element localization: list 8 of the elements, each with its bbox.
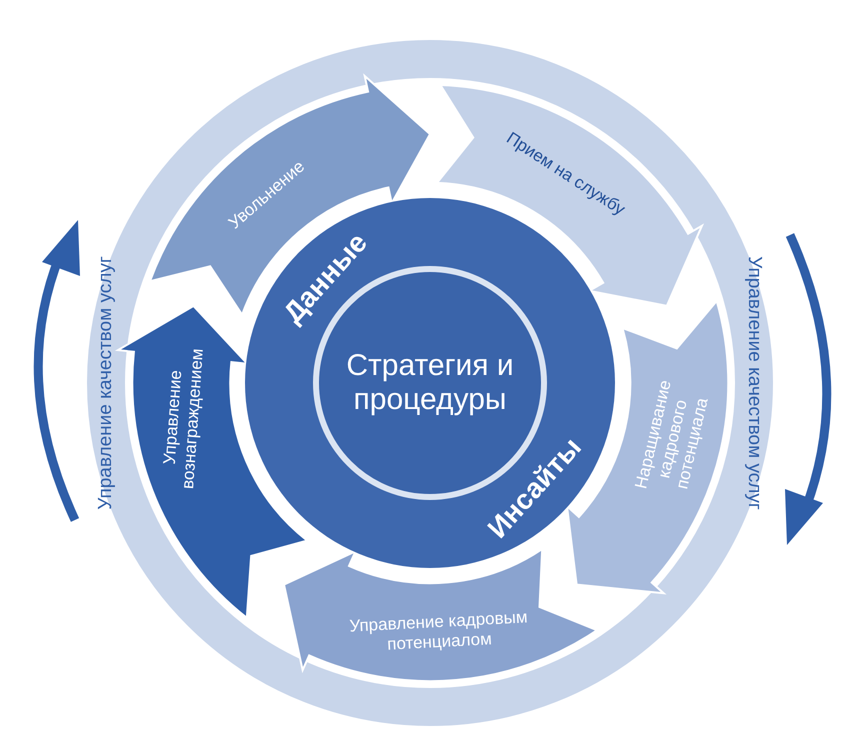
ring-label: Управление качеством услуг — [94, 256, 117, 510]
segment-label: Управление вознаграждением — [159, 346, 208, 492]
arrow-segment — [284, 548, 597, 681]
center-title: Стратегия и процедуры — [345, 349, 515, 417]
arrow-segment — [436, 85, 702, 306]
ring-label: Управление качеством услуг — [742, 256, 765, 510]
segment-label: Управление кадровым потенциалом — [348, 606, 529, 656]
outer-ring — [87, 40, 773, 726]
